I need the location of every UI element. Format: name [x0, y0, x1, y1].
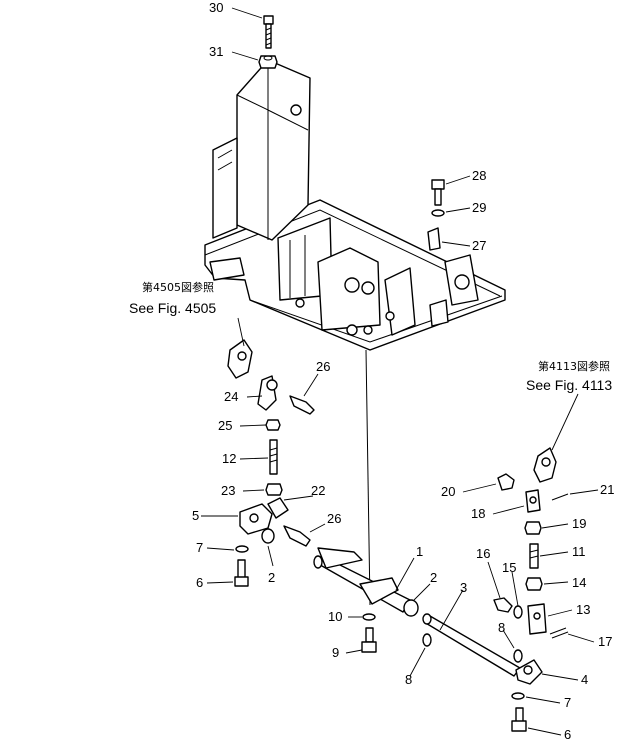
pin-8-left-icon [422, 633, 432, 647]
callout-6-left: 6 [196, 575, 203, 590]
washer-15-icon [513, 605, 523, 619]
clevis-18-icon [525, 489, 541, 513]
rod-end-5-icon [239, 497, 289, 535]
callout-18: 18 [471, 506, 485, 521]
callout-24: 24 [224, 389, 238, 404]
callout-4: 4 [581, 672, 588, 687]
bolt-20-icon [497, 473, 515, 491]
nut-14-icon [525, 577, 543, 591]
callout-8-left: 8 [405, 672, 412, 687]
callout-15: 15 [502, 560, 516, 575]
rod-end-4-icon [515, 659, 543, 685]
callout-10: 10 [328, 609, 342, 624]
callout-numbers: 30 31 28 29 27 26 24 25 12 23 22 5 26 7 … [192, 0, 614, 741]
ref-left-jp: 第4505図参照 [142, 280, 214, 294]
callout-28: 28 [472, 168, 486, 183]
nut-23-icon [265, 483, 283, 496]
nut-25-icon [265, 419, 281, 431]
callout-13: 13 [576, 602, 590, 617]
callout-30: 30 [209, 0, 223, 15]
callout-27: 27 [472, 238, 486, 253]
callout-14: 14 [572, 575, 586, 590]
bolt-9-icon [361, 627, 377, 653]
washer-29-icon [431, 209, 445, 217]
bolt-6-left-icon [234, 559, 249, 587]
callout-8-right: 8 [498, 620, 505, 635]
callout-9: 9 [332, 645, 339, 660]
callout-2-right: 2 [430, 570, 437, 585]
callout-16: 16 [476, 546, 490, 561]
leader-lines [201, 7, 599, 736]
bolt-26-upper-icon [289, 395, 315, 415]
callout-7-right: 7 [564, 695, 571, 710]
ref-left-en: See Fig. 4505 [129, 300, 216, 316]
callout-2-left: 2 [268, 570, 275, 585]
clevis-13-icon [527, 603, 547, 635]
right-lever-icon [533, 447, 557, 483]
callout-25: 25 [218, 418, 232, 433]
bushing-2-left-icon [261, 528, 275, 544]
rod-end-24-icon [257, 375, 278, 411]
callout-12: 12 [222, 451, 236, 466]
callout-17: 17 [598, 634, 612, 649]
callout-21: 21 [600, 482, 614, 497]
ref-right-en: See Fig. 4113 [526, 377, 612, 393]
vertical-rod [365, 349, 371, 606]
callout-1: 1 [416, 544, 423, 559]
callout-31: 31 [209, 44, 223, 59]
callout-5: 5 [192, 508, 199, 523]
callout-26-lower: 26 [327, 511, 341, 526]
nut-31-icon [258, 55, 278, 69]
washer-10-icon [362, 613, 376, 621]
callout-26-upper: 26 [316, 359, 330, 374]
callout-29: 29 [472, 200, 486, 215]
bolt-6-right-icon [511, 707, 527, 732]
callout-7-left: 7 [196, 540, 203, 555]
left-lever-icon [227, 339, 253, 379]
stud-11-icon [529, 543, 539, 569]
rod-3-icon [422, 613, 521, 677]
callout-23: 23 [221, 483, 235, 498]
washer-7-left-icon [235, 545, 249, 553]
pin-8-right-icon [513, 649, 523, 663]
bolt-28-icon [431, 179, 445, 206]
bolt-16-icon [493, 597, 513, 613]
nut-19-icon [524, 521, 542, 535]
callout-3: 3 [460, 580, 467, 595]
pin-21-icon [551, 493, 569, 501]
pin-17-icon [549, 627, 569, 639]
callout-19: 19 [572, 516, 586, 531]
callout-22: 22 [311, 483, 325, 498]
callout-6-right: 6 [564, 727, 571, 741]
frame-assembly [204, 59, 506, 351]
bolt-26-lower-icon [283, 525, 311, 547]
callout-11: 11 [572, 544, 586, 559]
bushing-2-right-icon [403, 599, 419, 617]
stud-12-icon [269, 439, 278, 475]
callout-20: 20 [441, 484, 455, 499]
ref-right-jp: 第4113図参照 [538, 359, 610, 373]
cross-shaft-1-icon [313, 547, 411, 613]
washer-7-right-icon [511, 692, 525, 700]
bolt-30-icon [263, 15, 274, 49]
